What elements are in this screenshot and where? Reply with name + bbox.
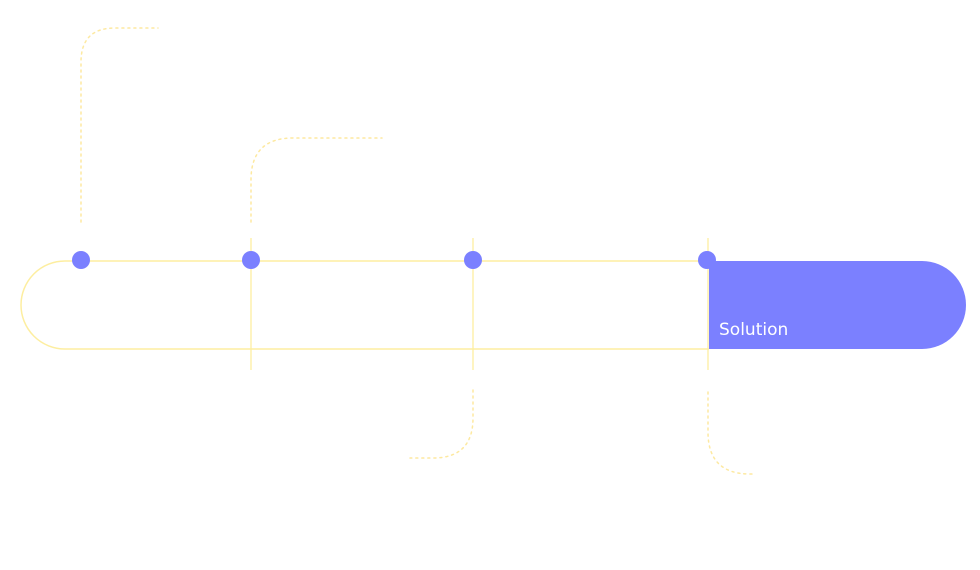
- stage-marker-4[interactable]: [698, 251, 716, 269]
- stage-marker-3[interactable]: [464, 251, 482, 269]
- active-stage-label: Solution: [719, 320, 788, 340]
- active-stage-segment[interactable]: [709, 261, 966, 349]
- callout-connector: [707, 391, 753, 475]
- timeline-track-outline: [20, 260, 709, 350]
- stage-marker-2[interactable]: [242, 251, 260, 269]
- callout-connector: [409, 389, 474, 459]
- callout-connector: [250, 137, 383, 223]
- callout-connector: [80, 27, 159, 223]
- stage-marker-1[interactable]: [72, 251, 90, 269]
